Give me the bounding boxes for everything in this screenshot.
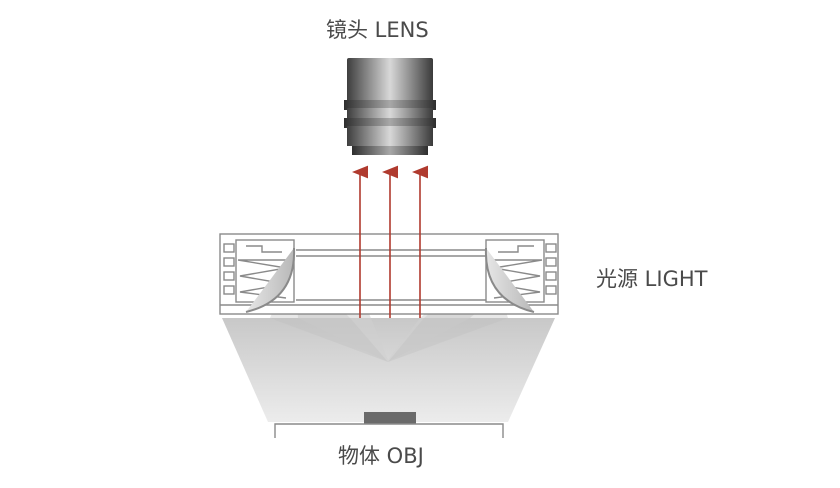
lens: [344, 58, 436, 155]
light-source: [219, 233, 559, 315]
light-source-label: 光源 LIGHT: [596, 267, 708, 291]
object: [364, 412, 416, 424]
object-stage: [274, 412, 504, 438]
object-label: 物体 OBJ: [338, 444, 424, 468]
reflected-rays: [352, 165, 428, 318]
lens-label: 镜头 LENS: [326, 18, 429, 42]
